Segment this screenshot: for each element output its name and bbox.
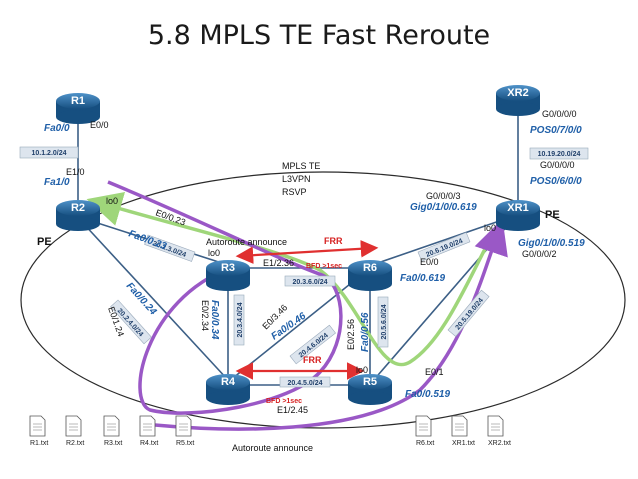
xr1-gig619-label: Gig0/1/0/0.619 [410,202,477,213]
router-xr1-name: XR1 [507,202,528,214]
router-xr2[interactable]: XR2 [496,85,540,116]
svg-text:R5.txt: R5.txt [176,440,194,447]
xr2-g0000-label: G0/0/0/0 [542,109,577,119]
file-icon-xr1[interactable]: XR1.txt [451,415,475,447]
router-r6-name: R6 [363,262,377,274]
r2-lo0-label: lo0 [106,196,118,206]
router-xr1[interactable]: XR1 [496,200,540,231]
svg-text:10.19.20.0/24: 10.19.20.0/24 [538,151,581,158]
center-text-mpls-te: MPLS TE [282,161,320,171]
xr1-pos-label: POS0/6/0/0 [530,176,582,187]
router-r4-name: R4 [221,376,236,388]
r2-e10-label: E1/0 [66,167,85,177]
xr1-lo0-label: lo0 [484,223,496,233]
svg-text:20.3.4.0/24: 20.3.4.0/24 [237,302,244,337]
r6-fa0619-label: Fa0/0.619 [400,273,445,284]
router-r5[interactable]: R5 [348,374,392,405]
router-r3-name: R3 [221,262,235,274]
router-r5-name: R5 [363,376,377,388]
pe-label-right: PE [545,209,560,221]
router-r2[interactable]: R2 [56,200,100,231]
bfd-top-label: BFD >1sec [306,263,342,270]
r5-e01-label: E0/1 [425,367,444,377]
r2-fa10-label: Fa1/0 [44,177,70,188]
r3-e0234-label: E0/2.34 [200,300,210,331]
xr1-g0003-label: G0/0/0/3 [426,191,461,201]
svg-text:20.4.5.0/24: 20.4.5.0/24 [287,380,322,387]
svg-text:R6.txt: R6.txt [416,440,434,447]
frr-top-arrow [235,240,379,264]
center-text-rsvp: RSVP [282,187,307,197]
r4-e1245-label: E1/2.45 [277,405,308,415]
router-xr2-name: XR2 [507,87,528,99]
frr-top-label: FRR [324,236,343,246]
router-r4[interactable]: R4 [206,374,250,405]
green-tunnel-path [86,192,497,367]
file-icon-r1[interactable]: R1.txt [29,415,48,447]
r1-fa00-label: Fa0/0 [44,123,70,134]
xr1-g0002-label: G0/0/0/2 [522,249,557,259]
r1-e00-label: E0/0 [90,120,109,130]
r6-e00-label: E0/0 [420,257,439,267]
frr-bottom-label: FRR [303,355,322,365]
file-icon-r4[interactable]: R4.txt [139,415,158,447]
file-icon-r6[interactable]: R6.txt [415,415,434,447]
r5-lo0-label: lo0 [356,365,368,375]
svg-text:R1.txt: R1.txt [30,440,48,447]
xr2-pos-label: POS0/7/0/0 [530,125,582,136]
router-r6[interactable]: R6 [348,260,392,291]
page-title: 5.8 MPLS TE Fast Reroute [147,20,491,51]
svg-text:20.3.6.0/24: 20.3.6.0/24 [292,279,327,286]
svg-text:R3.txt: R3.txt [104,440,122,447]
pe-label-left: PE [37,236,52,248]
bfd-bottom-label: BFD >1sec [266,398,302,405]
svg-text:XR1.txt: XR1.txt [452,440,475,447]
autoroute-bottom-label: Autoroute announce [232,443,313,453]
r2-fa023-label: Fa0/0.23 [127,228,168,252]
center-text-l3vpn: L3VPN [282,174,311,184]
file-icon-xr2[interactable]: XR2.txt [487,415,511,447]
router-r1-name: R1 [71,95,85,107]
xr1-gig519-label: Gig0/1/0/0.519 [518,238,585,249]
file-icon-r2[interactable]: R2.txt [65,415,84,447]
r3-lo0-label: lo0 [208,248,220,258]
file-icon-r3[interactable]: R3.txt [103,415,122,447]
file-list: R1.txt R2.txt R3.txt R4.txt R5.txt R6.tx… [29,415,511,447]
mpls-cloud [20,171,626,429]
r5-fa0519-label: Fa0/0.519 [405,389,450,400]
xr1-g0000-label: G0/0/0/0 [540,160,575,170]
r6-e256-label: E0/2.56 [346,319,356,350]
router-r3[interactable]: R3 [206,260,250,291]
svg-text:10.1.2.0/24: 10.1.2.0/24 [31,150,66,157]
svg-text:20.5.6.0/24: 20.5.6.0/24 [381,304,388,339]
router-r1[interactable]: R1 [56,93,100,124]
autoroute-top-label: Autoroute announce [206,237,287,247]
r3-e1236-label: E1/2.36 [263,258,294,268]
network-labels: 10.1.2.0/24 10.19.20.0/24 20.2.3.0/24 20… [19,146,589,388]
svg-text:XR2.txt: XR2.txt [488,440,511,447]
file-icon-r5[interactable]: R5.txt [175,415,194,447]
r3-fa034-label: Fa0/0.34 [209,300,220,340]
r6-fa056-label: Fa0/0.56 [360,312,371,352]
svg-text:R4.txt: R4.txt [140,440,158,447]
svg-text:R2.txt: R2.txt [66,440,84,447]
router-r2-name: R2 [71,202,85,214]
